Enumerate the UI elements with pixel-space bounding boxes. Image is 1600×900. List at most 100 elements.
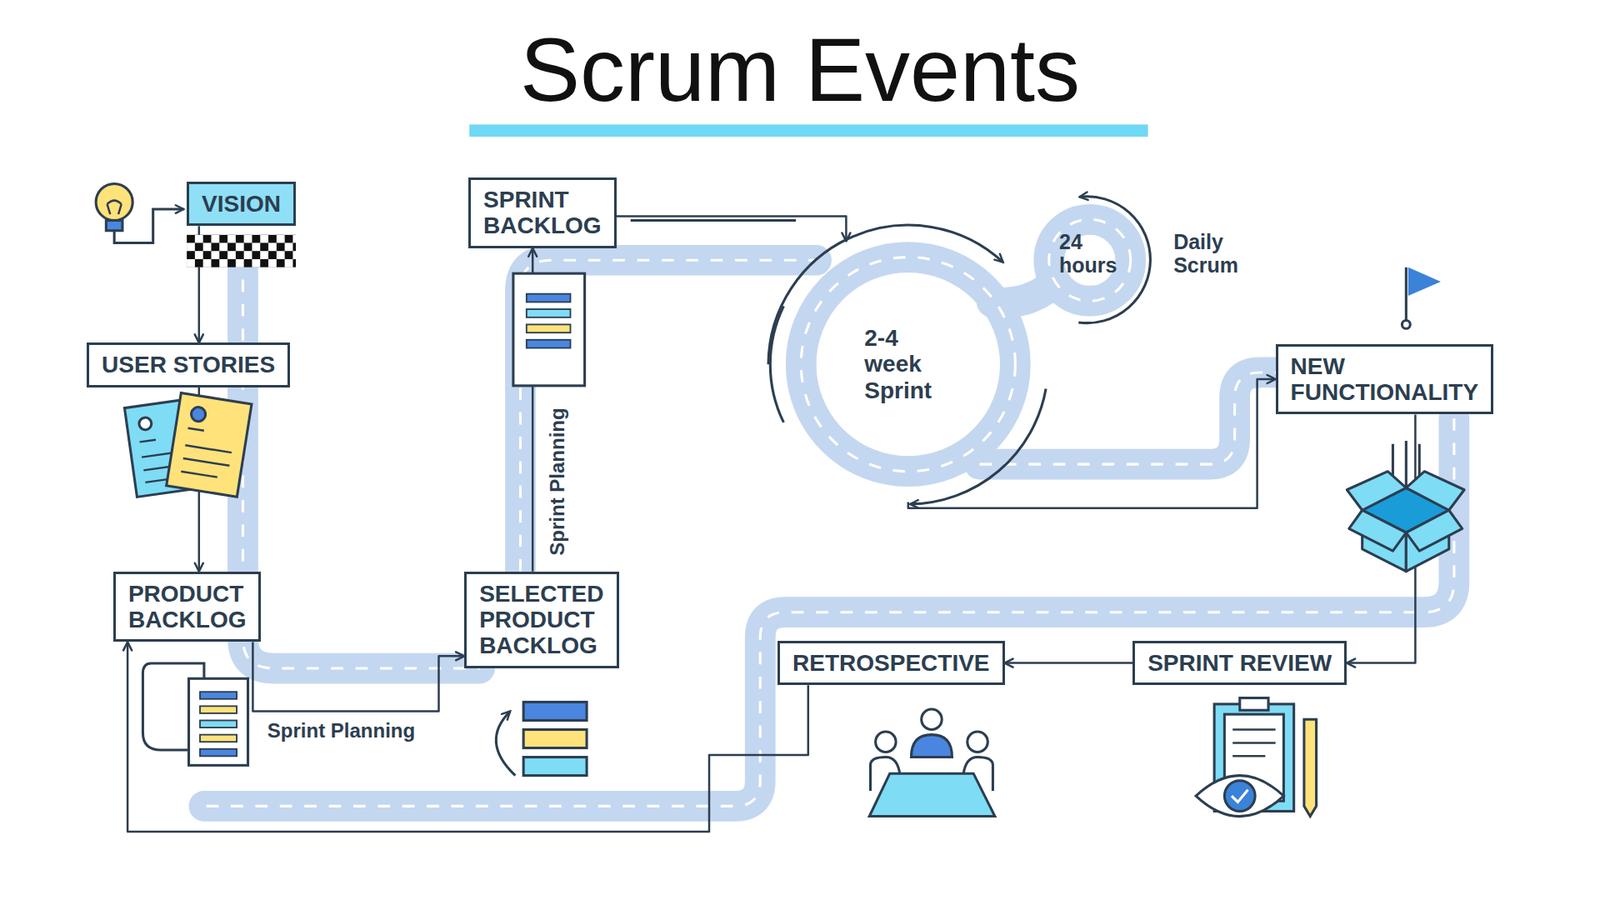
node-heading: Daily Scrum	[1173, 230, 1239, 279]
road-part	[204, 418, 1455, 806]
event-box: SPRINT REVIEW	[1132, 640, 1347, 685]
increment-box-icon	[1346, 440, 1465, 572]
release-flag-part	[1408, 267, 1441, 296]
release-flag-part	[1401, 320, 1410, 329]
edge-label: Sprint Planning	[267, 720, 415, 742]
selected-backlog-icon-part	[523, 701, 587, 720]
road-dashes-part	[800, 257, 1015, 472]
sprint-backlog-icon-part	[513, 273, 585, 386]
user-stories-icon-part-part	[190, 405, 207, 423]
node-label: SPRINT REVIEW	[1147, 650, 1332, 676]
team-meeting-icon-part	[875, 731, 896, 752]
road-part	[242, 255, 480, 669]
team-meeting-icon-part	[967, 731, 988, 752]
vision-box: VISION	[186, 181, 296, 226]
flow-arrow	[252, 641, 465, 711]
increment-box-icon-part	[1349, 510, 1407, 551]
team-meeting-icon-part	[910, 735, 952, 758]
user-stories-icon-part	[166, 393, 252, 498]
artifact-box: PRODUCT BACKLOG	[113, 571, 262, 643]
road-dashes-part	[242, 255, 480, 669]
sprint-backlog-icon-part	[526, 309, 571, 318]
node-label: 24 hours	[1059, 230, 1117, 279]
user-stories-icon-part-part	[138, 416, 153, 431]
sprint-circle: 2-4 week Sprint	[770, 226, 1046, 503]
road-dashes-part	[1049, 219, 1131, 301]
user-stories-icon	[124, 393, 252, 498]
increment-box: NEW FUNCTIONALITY	[1275, 344, 1495, 415]
road-dashes	[204, 219, 1455, 806]
lightbulb-icon-part	[107, 200, 122, 215]
node-label: SELECTED PRODUCT BACKLOG	[479, 580, 604, 660]
sprint-cycle-arrows-part	[770, 305, 784, 423]
selected-backlog-icon-part	[523, 757, 587, 776]
node-label: 2-4 week Sprint	[864, 325, 952, 404]
review-icon-part	[1304, 719, 1317, 816]
sprint-cycle-arrows-part	[910, 389, 1046, 505]
user-stories-icon-part-part	[166, 393, 252, 498]
product-backlog-icon-part	[200, 749, 237, 757]
team-meeting-icon-part	[921, 709, 942, 730]
product-backlog-icon-part	[200, 691, 237, 700]
review-icon-part	[1240, 698, 1269, 711]
flow-arrow	[908, 379, 1276, 509]
user-stories-icon-part-part	[180, 428, 235, 480]
increment-box-icon-part	[1405, 510, 1462, 551]
artifact-box: SELECTED PRODUCT BACKLOG	[464, 571, 619, 669]
sprint-backlog-icon-part	[526, 294, 571, 303]
node-label: USER STORIES	[101, 351, 275, 378]
selected-backlog-icon	[495, 701, 587, 775]
artifact-box: USER STORIES	[86, 342, 290, 387]
team-meeting-icon	[869, 709, 995, 817]
title-underline	[469, 124, 1148, 137]
increment-box-icon-part	[1346, 471, 1406, 511]
product-backlog-icon-part	[200, 705, 237, 714]
node-label: PRODUCT BACKLOG	[128, 580, 247, 634]
review-icon-part	[1195, 775, 1284, 817]
checkered-flag	[186, 235, 296, 268]
road-dashes-part	[980, 372, 1281, 465]
lightbulb-icon-part	[105, 220, 123, 230]
node-label: NEW FUNCTIONALITY	[1290, 353, 1480, 406]
lightbulb-icon-part	[114, 209, 184, 243]
review-icon-part	[1232, 730, 1275, 757]
flow-arrow	[616, 216, 847, 242]
event-box: RETROSPECTIVE	[777, 640, 1005, 685]
selected-backlog-icon-part	[523, 730, 587, 749]
review-icon-part	[1224, 780, 1255, 812]
sprint-backlog-icon	[513, 273, 585, 386]
daily-scrum-loop: 24 hoursDaily Scrum	[1053, 207, 1155, 320]
road-dashes-part	[204, 418, 1455, 806]
release-flag-part	[1405, 267, 1408, 321]
road	[204, 219, 1455, 806]
review-icon-part	[1231, 790, 1249, 803]
increment-box-icon-part	[1405, 471, 1465, 511]
review-icon	[1195, 698, 1316, 817]
artifact-box: SPRINT BACKLOG	[468, 177, 617, 249]
product-backlog-icon-part	[189, 678, 249, 765]
title: Scrum Events	[0, 25, 1600, 115]
flow-arrow	[127, 641, 809, 832]
lightbulb-icon-part	[95, 183, 133, 220]
product-backlog-icon-part	[200, 720, 237, 728]
road-part	[800, 257, 1015, 472]
lightbulb-icon	[95, 183, 184, 243]
node-label: VISION	[201, 190, 281, 217]
team-meeting-icon-part	[869, 773, 995, 816]
sprint-backlog-icon-part	[526, 324, 571, 333]
title-text: Scrum Events	[520, 25, 1080, 115]
product-backlog-icon	[142, 663, 248, 765]
node-label: RETROSPECTIVE	[792, 650, 990, 676]
sprint-cycle-arrows-part	[630, 219, 796, 222]
road-part	[980, 372, 1281, 465]
product-backlog-icon-part	[200, 735, 237, 743]
node-label: SPRINT BACKLOG	[483, 186, 602, 240]
selected-backlog-icon-part	[495, 710, 515, 775]
flow-arrow	[1005, 661, 1134, 665]
edge-label: Sprint Planning	[545, 407, 568, 555]
road-part	[1049, 219, 1131, 301]
release-flag	[1401, 267, 1441, 329]
